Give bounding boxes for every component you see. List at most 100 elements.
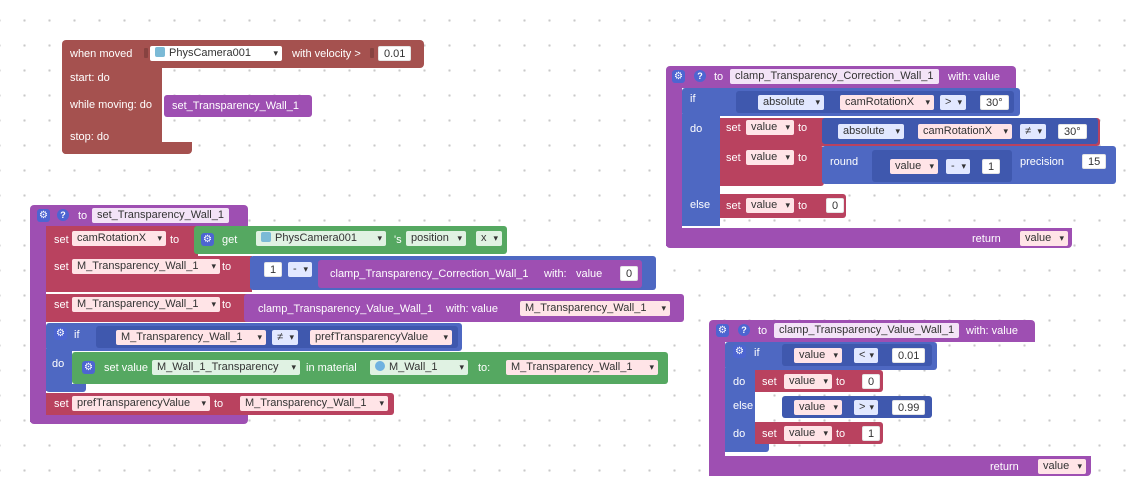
- value-var-dropdown[interactable]: value: [794, 348, 842, 363]
- compare-operator-dropdown[interactable]: ≠: [1020, 124, 1046, 139]
- value-label: value: [576, 268, 603, 280]
- with-velocity-label: with velocity >: [292, 48, 361, 60]
- help-icon[interactable]: ?: [694, 70, 706, 82]
- connector-notch: [144, 48, 148, 58]
- call-value-label: clamp_Transparency_Value_Wall_1: [258, 303, 434, 315]
- threshold-input[interactable]: 30°: [980, 95, 1009, 110]
- material-dropdown[interactable]: M_Wall_1: [370, 360, 468, 375]
- call-correction-block[interactable]: [318, 260, 642, 288]
- set-label: set: [726, 152, 741, 164]
- pref-var-dropdown[interactable]: prefTransparencyValue: [310, 330, 452, 345]
- precision-input[interactable]: 15: [1082, 154, 1107, 169]
- help-icon[interactable]: ?: [738, 324, 750, 336]
- help-icon[interactable]: ?: [57, 209, 69, 221]
- var-m-transparency-dropdown[interactable]: M_Transparency_Wall_1: [72, 297, 220, 312]
- value-var-dropdown[interactable]: value: [890, 159, 938, 174]
- get-object-dropdown[interactable]: PhysCamera001: [256, 231, 386, 246]
- set-label: set: [54, 234, 69, 246]
- func-set-transparency-body: [30, 225, 46, 422]
- to-label: to: [798, 152, 808, 164]
- value-var-dropdown[interactable]: value: [746, 150, 794, 165]
- func-name-field[interactable]: clamp_Transparency_Value_Wall_1: [774, 323, 960, 338]
- material-param-dropdown[interactable]: M_Wall_1_Transparency: [152, 360, 300, 375]
- do-label: do: [52, 358, 65, 370]
- cube-icon: [261, 232, 271, 242]
- gear-icon[interactable]: ⚙: [37, 209, 50, 222]
- if-label: if: [74, 329, 80, 341]
- with-value-label: with: value: [966, 325, 1018, 337]
- set-label: set: [54, 398, 69, 410]
- operator-dropdown[interactable]: -: [946, 159, 970, 174]
- property-dropdown[interactable]: position: [406, 231, 466, 246]
- pref-value-dropdown[interactable]: M_Transparency_Wall_1: [240, 396, 388, 411]
- to-label: to: [170, 234, 180, 246]
- set-label: set: [54, 261, 69, 273]
- var-m-transparency-dropdown[interactable]: M_Transparency_Wall_1: [116, 330, 266, 345]
- var-camrotation-dropdown[interactable]: camRotationX: [72, 231, 166, 246]
- func-correction-body: [666, 86, 682, 246]
- velocity-input[interactable]: 0.01: [378, 46, 412, 61]
- value-var-dropdown[interactable]: value: [746, 120, 794, 135]
- low-threshold-input[interactable]: 0.01: [892, 348, 926, 363]
- var-cam-dropdown[interactable]: camRotationX: [840, 95, 934, 110]
- value-arg-dropdown[interactable]: M_Transparency_Wall_1: [520, 301, 670, 316]
- value-var-dropdown[interactable]: value: [794, 400, 842, 415]
- if-elseif-body: [725, 368, 755, 452]
- to-colon-label: to:: [478, 362, 491, 374]
- var-m-transparency-dropdown[interactable]: M_Transparency_Wall_1: [72, 259, 220, 274]
- gear-icon[interactable]: ⚙: [672, 70, 685, 83]
- return-value-dropdown[interactable]: value: [1020, 231, 1068, 246]
- compare-operator-dropdown[interactable]: >: [940, 95, 966, 110]
- low-set-input[interactable]: 0: [862, 374, 881, 389]
- return-label: return: [972, 233, 1001, 245]
- value-var-dropdown[interactable]: value: [784, 426, 832, 441]
- set-label: set: [726, 200, 741, 212]
- to-label: to: [214, 398, 224, 410]
- moved-object-dropdown[interactable]: PhysCamera001: [150, 46, 282, 61]
- when-moved-block-body: [62, 66, 162, 154]
- call-set-transparency-block[interactable]: [164, 95, 312, 117]
- func-name-field[interactable]: clamp_Transparency_Correction_Wall_1: [730, 69, 939, 84]
- set-value-label: set value: [104, 362, 149, 374]
- func-name-field[interactable]: set_Transparency_Wall_1: [92, 208, 229, 223]
- high-set-input[interactable]: 1: [862, 426, 881, 441]
- return-label: return: [990, 461, 1019, 473]
- when-moved-block-footer: [62, 142, 192, 154]
- return-value-dropdown[interactable]: value: [1038, 459, 1086, 474]
- func-value-body: [709, 340, 725, 476]
- do-label: do: [733, 376, 746, 388]
- with-value-label: with: value: [948, 71, 1000, 83]
- to-label: to: [798, 122, 808, 134]
- value-var-dropdown[interactable]: value: [784, 374, 832, 389]
- gear-icon[interactable]: ⚙: [201, 233, 214, 246]
- compare-operator-dropdown[interactable]: >: [854, 400, 878, 415]
- when-moved-label: when moved: [70, 48, 133, 60]
- high-threshold-input[interactable]: 0.99: [892, 400, 926, 415]
- gear-icon[interactable]: ⚙: [733, 345, 746, 358]
- absolute-dropdown[interactable]: absolute: [838, 124, 904, 139]
- round-label: round: [830, 156, 859, 168]
- subtrahend-input[interactable]: 1: [982, 159, 1001, 174]
- correction-arg-input[interactable]: 0: [620, 266, 639, 281]
- to-label: to: [222, 261, 232, 273]
- operator-dropdown[interactable]: -: [288, 262, 312, 277]
- stop-do-label: stop: do: [70, 131, 110, 143]
- to-label: to: [798, 200, 808, 212]
- gear-icon[interactable]: ⚙: [716, 324, 729, 337]
- set-label: set: [762, 428, 777, 440]
- material-value-dropdown[interactable]: M_Transparency_Wall_1: [506, 360, 658, 375]
- absolute-dropdown[interactable]: absolute: [758, 95, 824, 110]
- pref-var-dropdown[interactable]: prefTransparencyValue: [72, 396, 210, 411]
- minuend-input[interactable]: 1: [264, 262, 283, 277]
- precision-label: precision: [1020, 156, 1065, 168]
- neq-threshold-input[interactable]: 30°: [1058, 124, 1087, 139]
- compare-operator-dropdown[interactable]: ≠: [272, 330, 298, 345]
- axis-dropdown[interactable]: x: [476, 231, 502, 246]
- gear-icon[interactable]: ⚙: [54, 327, 67, 340]
- value-var-dropdown[interactable]: value: [746, 198, 794, 213]
- while-moving-label: while moving: do: [70, 99, 152, 111]
- var-cam-dropdown[interactable]: camRotationX: [918, 124, 1012, 139]
- gear-icon[interactable]: ⚙: [82, 361, 95, 374]
- compare-operator-dropdown[interactable]: <: [854, 348, 878, 363]
- else-value-input[interactable]: 0: [826, 198, 845, 213]
